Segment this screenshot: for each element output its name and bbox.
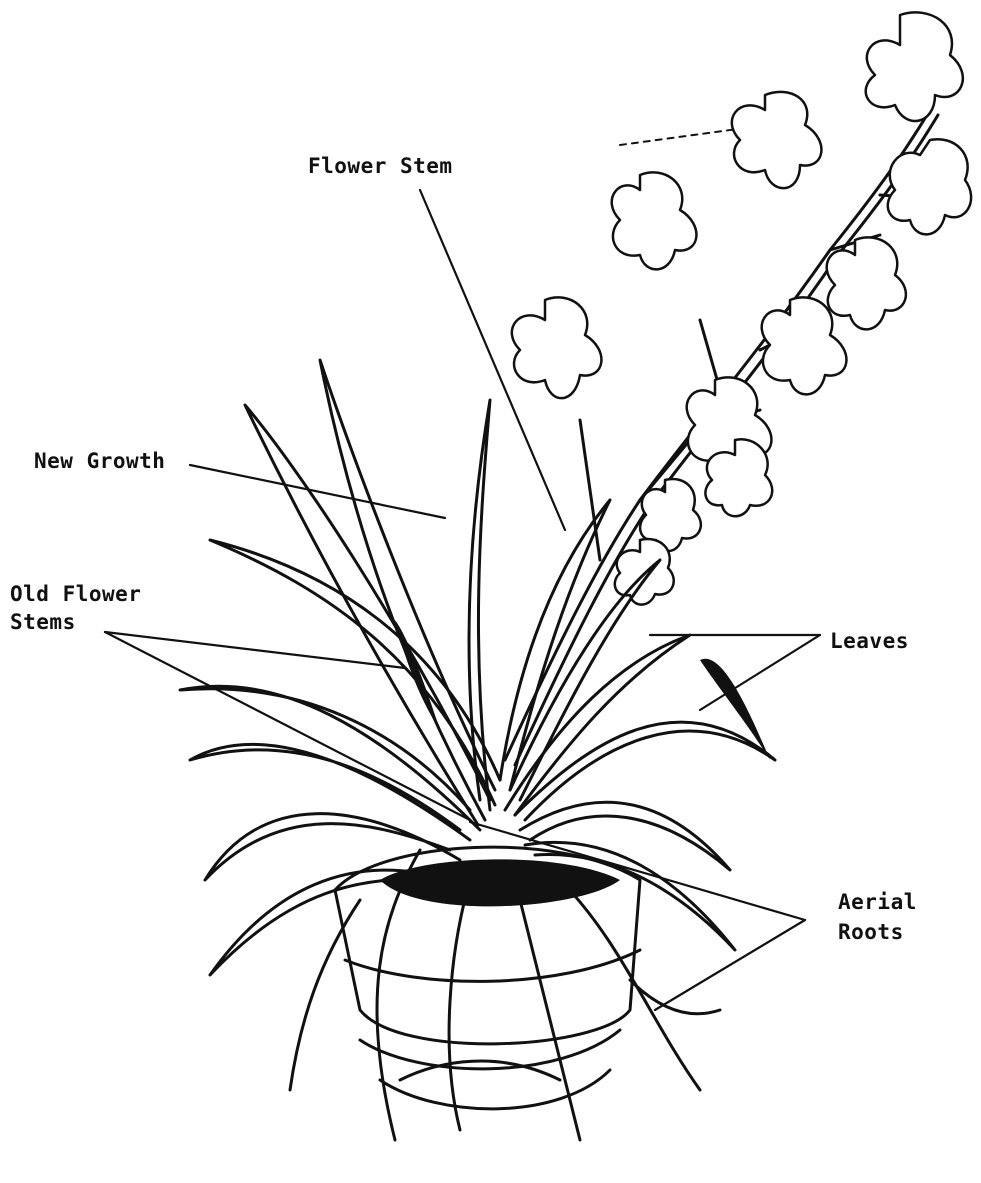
leader-roots-lower (655, 920, 805, 1010)
orchid-flowers (512, 12, 971, 604)
label-old-flower-stems-line1: Old Flower (10, 580, 141, 608)
label-aerial-roots-line1: Aerial (838, 888, 917, 916)
label-aerial-roots-line2: Roots (838, 918, 904, 946)
label-new-growth: New Growth (34, 447, 165, 475)
leader-old-stems-upper (105, 632, 405, 668)
dashed-stem-trace (620, 128, 745, 145)
leader-new-growth (190, 465, 445, 518)
label-flower-stem: Flower Stem (308, 152, 453, 180)
label-leaves: Leaves (830, 627, 909, 655)
label-old-flower-stems-line2: Stems (10, 608, 76, 636)
